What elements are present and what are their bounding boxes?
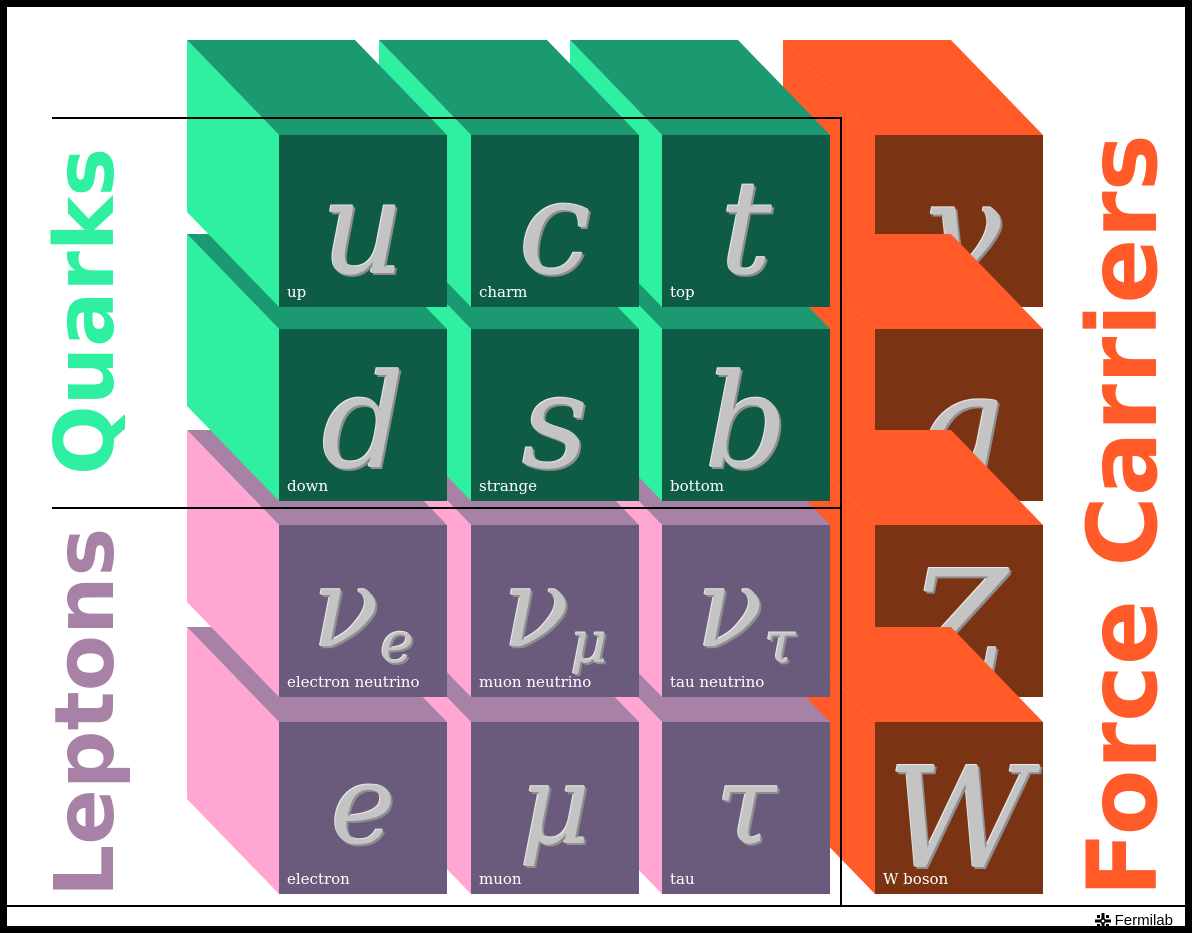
top-quark-name-label: top [670, 283, 695, 301]
quarks-category-label: Quarks [38, 147, 133, 475]
muon-neutrino-symbol-subscript: μ [570, 610, 608, 677]
tau-symbol: τ [662, 750, 830, 860]
tau-neutrino-symbol-subscript: τ [764, 610, 796, 677]
up-quark-symbol-main: u [321, 152, 405, 304]
down-quark-symbol-main: d [321, 346, 405, 498]
strange-quark-symbol: s [471, 357, 639, 487]
w-boson-symbol: W [875, 750, 1043, 890]
fermilab-logo-text: Fermilab [1114, 912, 1173, 929]
charm-quark-name-label: charm [479, 283, 528, 301]
muon-name-label: muon [479, 870, 522, 888]
charm-quark-symbol: c [471, 163, 639, 293]
strange-quark-symbol-main: s [521, 346, 589, 498]
bottom-quark-symbol-main: b [704, 346, 788, 498]
particle-grid: γphotonggluonZZ bosonWW bosonτtauμmuonee… [7, 7, 1185, 926]
top-quark-symbol: t [662, 163, 830, 293]
top-quark-symbol-main: t [719, 152, 773, 304]
charm-quark-symbol-main: c [518, 152, 592, 304]
up-quark-symbol: u [279, 163, 447, 293]
footer-divider [7, 905, 1185, 907]
up-quark-name-label: up [287, 283, 307, 301]
down-quark-symbol: d [279, 357, 447, 487]
electron-neutrino-symbol: νe [279, 553, 447, 672]
tau-neutrino-symbol: ντ [662, 553, 830, 672]
strange-quark-name-label: strange [479, 477, 537, 495]
electron-neutrino-name-label: electron neutrino [287, 673, 420, 691]
tau-name-label: tau [670, 870, 695, 888]
tau-symbol-main: τ [715, 741, 777, 869]
quarks-leptons-divider-line [52, 507, 842, 509]
tau-neutrino-symbol-main: ν [696, 544, 764, 672]
w-boson-name-label: W boson [883, 870, 949, 888]
quarks-box-top-line [52, 117, 842, 119]
fermilab-logo-icon [1094, 912, 1111, 926]
bottom-quark-symbol: b [662, 357, 830, 487]
leptons-category-label: Leptons [38, 527, 133, 897]
muon-neutrino-symbol: νμ [471, 553, 639, 672]
muon-neutrino-symbol-main: ν [502, 544, 570, 672]
electron-symbol: e [279, 750, 447, 860]
fermions-box-right-line [840, 117, 842, 905]
electron-symbol-main: e [330, 741, 396, 869]
w-boson-symbol-main: W [887, 738, 1031, 901]
tau-neutrino-name-label: tau neutrino [670, 673, 765, 691]
muon-symbol: μ [471, 750, 639, 860]
electron-neutrino-symbol-subscript: e [380, 610, 414, 677]
tau-cube-front-face: τ tau [662, 722, 830, 894]
muon-symbol-main: μ [519, 741, 591, 869]
down-quark-name-label: down [287, 477, 329, 495]
muon-neutrino-name-label: muon neutrino [479, 673, 592, 691]
bottom-quark-name-label: bottom [670, 477, 724, 495]
electron-name-label: electron [287, 870, 350, 888]
force-carriers-category-label: Force Carriers [1067, 134, 1179, 897]
electron-neutrino-symbol-main: ν [312, 544, 379, 672]
fermilab-logo: Fermilab [1094, 912, 1173, 929]
